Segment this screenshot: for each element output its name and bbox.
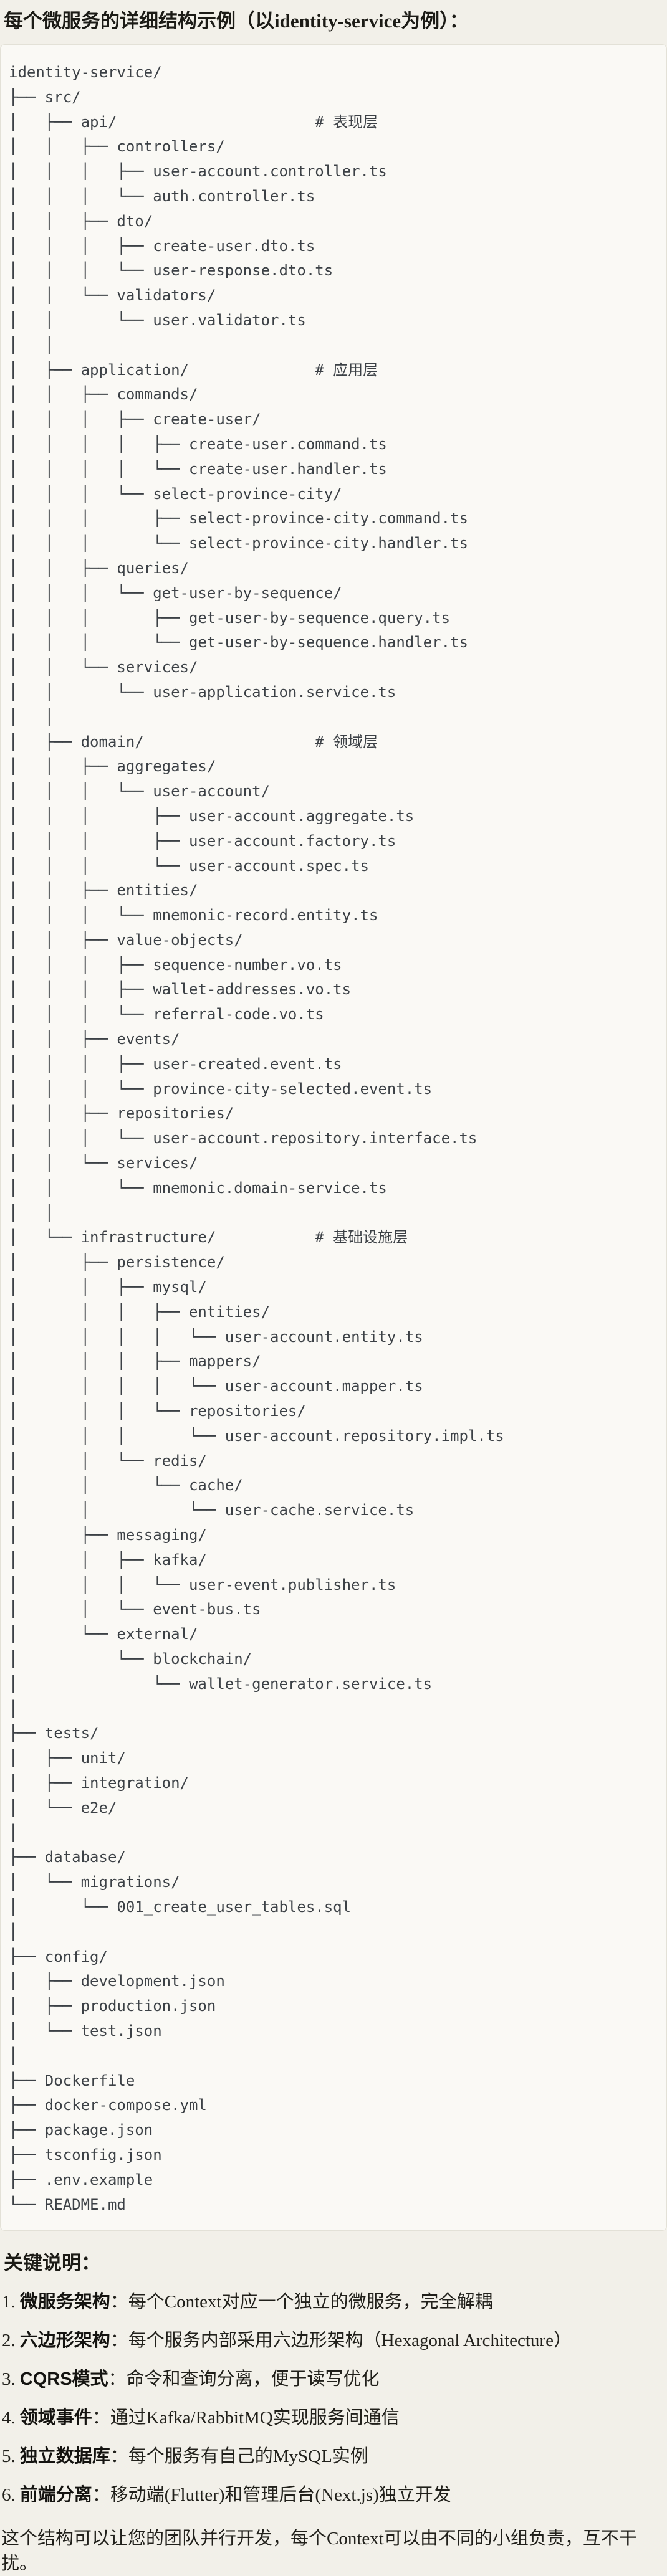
note-item: 3.CQRS模式：命令和查询分离，便于读写优化: [2, 2367, 663, 2392]
note-item: 4.领域事件：通过Kafka/RabbitMQ实现服务间通信: [2, 2405, 663, 2430]
notes-heading: 关键说明：: [4, 2252, 100, 2274]
note-item-number: 6.: [2, 2485, 16, 2506]
note-item-number: 3.: [2, 2369, 16, 2390]
closing-paragraph: 这个结构可以让您的团队并行开发，每个Context可以由不同的小组负责，互不干扰…: [1, 2529, 637, 2574]
note-item-label: 六边形架构: [19, 2331, 110, 2351]
note-item-label: 领域事件: [19, 2408, 92, 2428]
note-item-text: ：每个服务内部采用六边形架构（Hexagonal Architecture）: [110, 2331, 572, 2351]
note-item-number: 1.: [2, 2292, 16, 2312]
notes-list: 1.微服务架构：每个Context对应一个独立的微服务，完全解耦 2.六边形架构…: [0, 2289, 667, 2507]
note-item-number: 2.: [2, 2331, 16, 2351]
note-item-text: ：通过Kafka/RabbitMQ实现服务间通信: [92, 2408, 400, 2428]
note-item-label: 微服务架构: [19, 2292, 110, 2312]
note-item-text: ：每个服务有自己的MySQL实例: [110, 2446, 368, 2467]
page-title: 每个微服务的详细结构示例（以identity-service为例）：: [4, 10, 469, 32]
note-item-text: ：命令和查询分离，便于读写优化: [108, 2369, 380, 2390]
note-item-number: 4.: [2, 2408, 16, 2428]
note-item-label: CQRS模式: [19, 2369, 108, 2390]
note-item-number: 5.: [2, 2446, 16, 2467]
code-block: identity-service/ ├── src/ │ ├── api/ # …: [0, 44, 667, 2231]
note-item-text: ：每个Context对应一个独立的微服务，完全解耦: [110, 2292, 493, 2312]
note-item-label: 独立数据库: [19, 2446, 110, 2467]
note-item-text: ：移动端(Flutter)和管理后台(Next.js)独立开发: [92, 2485, 451, 2506]
directory-tree: identity-service/ ├── src/ │ ├── api/ # …: [9, 64, 504, 2213]
note-item: 5.独立数据库：每个服务有自己的MySQL实例: [2, 2444, 663, 2469]
note-item: 1.微服务架构：每个Context对应一个独立的微服务，完全解耦: [2, 2289, 663, 2314]
note-item: 2.六边形架构：每个服务内部采用六边形架构（Hexagonal Architec…: [2, 2328, 663, 2353]
note-item: 6.前端分离：移动端(Flutter)和管理后台(Next.js)独立开发: [2, 2483, 663, 2507]
note-item-label: 前端分离: [19, 2485, 92, 2506]
